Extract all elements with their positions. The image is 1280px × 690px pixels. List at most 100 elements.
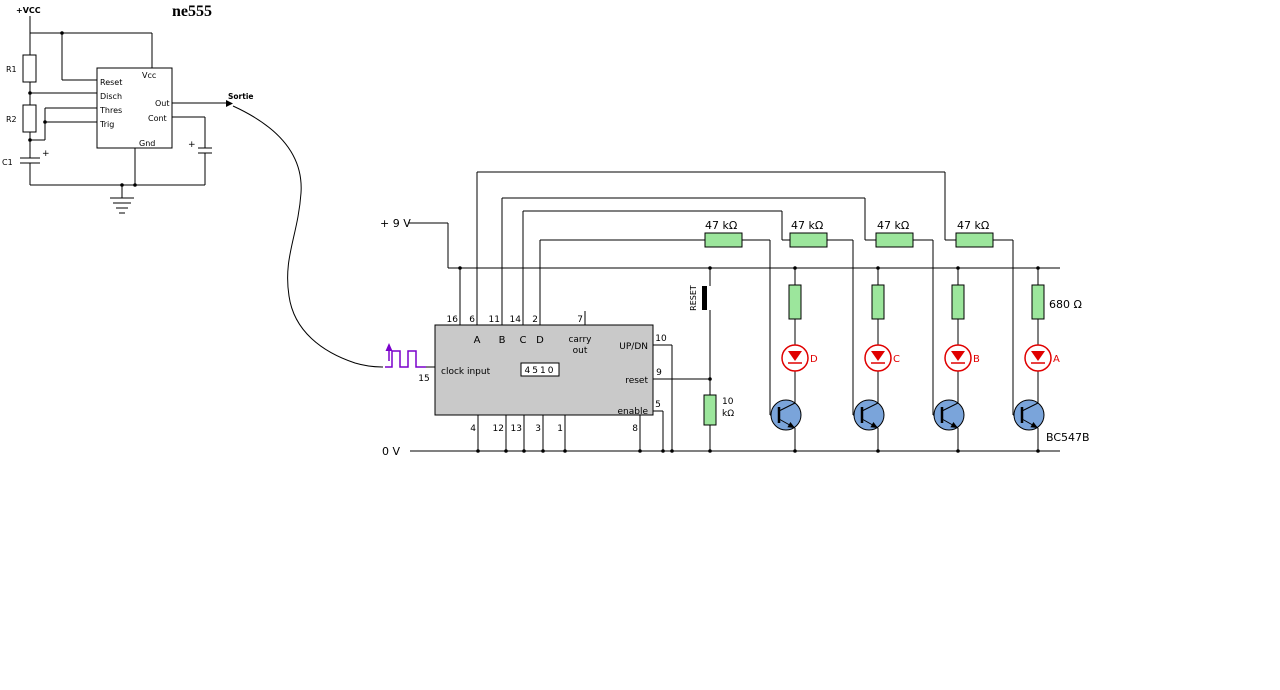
right-pin-10: 10	[655, 334, 667, 344]
cont-capacitor	[198, 147, 212, 154]
output-bus-wires	[477, 171, 1013, 241]
pin-label-thres: Thres	[99, 106, 122, 115]
ne555-wires	[29, 16, 226, 186]
bottom-pin-12: 12	[493, 424, 504, 434]
reset-pin-label: reset	[625, 376, 648, 386]
bottom-pin-13: 13	[511, 424, 522, 434]
ground-rail-label: 0 V	[382, 445, 400, 458]
enable-label: enable	[617, 407, 648, 417]
emitter-arrow	[950, 422, 958, 428]
clock-pin-15: 15	[418, 374, 429, 384]
right-pin-9: 9	[656, 368, 662, 378]
transistor-collector	[941, 402, 959, 412]
c1-capacitor	[20, 157, 40, 164]
vcc-supply-label: +VCC	[16, 6, 41, 15]
r2-label: R2	[6, 115, 17, 124]
led-resistor-680	[871, 284, 885, 320]
output-d-label: D	[536, 335, 544, 346]
c1-label: C1	[2, 158, 13, 167]
led-triangle	[788, 351, 802, 361]
channel-wires	[932, 240, 959, 451]
pin-label-reset: Reset	[100, 78, 122, 87]
base-resistor-b	[875, 232, 914, 248]
bottom-pin-4: 4	[470, 424, 476, 434]
transistor-body	[1013, 399, 1045, 431]
led-b-label: B	[973, 354, 980, 365]
led-channel-c: C	[852, 240, 900, 451]
led-resistor-680	[1031, 284, 1045, 320]
reset-button-branch: RESET 10 kΩ	[689, 268, 734, 451]
pin-label-gnd: Gnd	[139, 139, 155, 148]
counter-ic-4510: 16 6 11 14 2 7 A B C D carry out clock i…	[418, 171, 1013, 451]
pulldown-unit-label: kΩ	[722, 409, 734, 419]
bottom-pin-1: 1	[557, 424, 563, 434]
pin-label-disch: Disch	[100, 92, 122, 101]
output-b-label: B	[499, 335, 506, 346]
base-resistor-b-label: 47 kΩ	[877, 219, 909, 232]
power-rails: + 9 V 0 V	[380, 217, 1060, 458]
channel-wires	[852, 240, 879, 451]
led-channel-d: D	[769, 240, 818, 451]
transistor-type-label: BC547B	[1046, 431, 1090, 444]
pulldown-value-label: 10	[722, 397, 734, 407]
base-resistor-c-label: 47 kΩ	[791, 219, 823, 232]
top-pin-14: 14	[510, 315, 522, 325]
reset-button-label: RESET	[689, 285, 698, 311]
base-resistor-d-label: 47 kΩ	[705, 219, 737, 232]
transistor-body	[770, 399, 802, 431]
top-pin-11: 11	[489, 315, 500, 325]
top-pin-2: 2	[532, 315, 538, 325]
top-pin-7: 7	[577, 315, 583, 325]
emitter-arrow	[870, 422, 878, 428]
r1-label: R1	[6, 65, 17, 74]
edge-arrow-head	[385, 343, 393, 351]
led-resistor-680	[951, 284, 965, 320]
part-number-label: 4510	[525, 366, 556, 376]
ne555-ic-body	[96, 67, 173, 149]
clock-input-label: clock input	[441, 367, 491, 377]
led-resistor-680	[788, 284, 802, 320]
junction-dots	[28, 31, 1040, 453]
updn-label: UP/DN	[619, 342, 648, 352]
reset-pushbutton-icon	[702, 286, 707, 310]
part-number-box	[520, 362, 560, 377]
cont-plus-sign: +	[188, 140, 196, 150]
led-d-label: D	[810, 354, 818, 365]
clock-waveform-icon	[385, 343, 426, 368]
bottom-pin-8: 8	[632, 424, 638, 434]
output-arrow-icon	[226, 100, 233, 107]
output-c-label: C	[520, 335, 527, 346]
r1-resistor	[22, 54, 37, 83]
pulldown-resistor	[703, 394, 717, 426]
bottom-pin-3: 3	[535, 424, 541, 434]
right-pin-5: 5	[655, 400, 661, 410]
output-a-label: A	[474, 335, 481, 346]
square-wave	[385, 350, 426, 368]
ne555-oscillator: +VCC ne555 R1 R2 C1 + + Reset Disch Thre…	[2, 3, 254, 214]
led-channel-a: A	[1012, 240, 1060, 451]
top-pin-16: 16	[447, 315, 459, 325]
channel-wires	[1012, 240, 1039, 451]
led-triangle	[951, 351, 965, 361]
top-pin-6: 6	[469, 315, 475, 325]
c1-plus-sign: +	[42, 149, 50, 159]
emitter-arrow	[787, 422, 795, 428]
base-resistor-c	[789, 232, 828, 248]
signal-wire-squiggle	[232, 105, 384, 368]
base-resistor-a-label: 47 kΩ	[957, 219, 989, 232]
transistor-collector	[1021, 402, 1039, 412]
channel-wires	[769, 240, 796, 451]
ground-symbol	[110, 185, 134, 214]
base-resistors: 47 kΩ 47 kΩ 47 kΩ 47 kΩ	[704, 219, 994, 248]
led-c-label: C	[893, 354, 900, 365]
pin-label-out: Out	[155, 99, 170, 108]
r2-resistor	[22, 104, 37, 133]
pin-label-cont: Cont	[148, 114, 167, 123]
pin-label-trig: Trig	[99, 120, 114, 129]
base-resistor-d	[704, 232, 743, 248]
led-triangle	[871, 351, 885, 361]
transistor-body	[933, 399, 965, 431]
pin-label-vcc: Vcc	[142, 71, 156, 80]
